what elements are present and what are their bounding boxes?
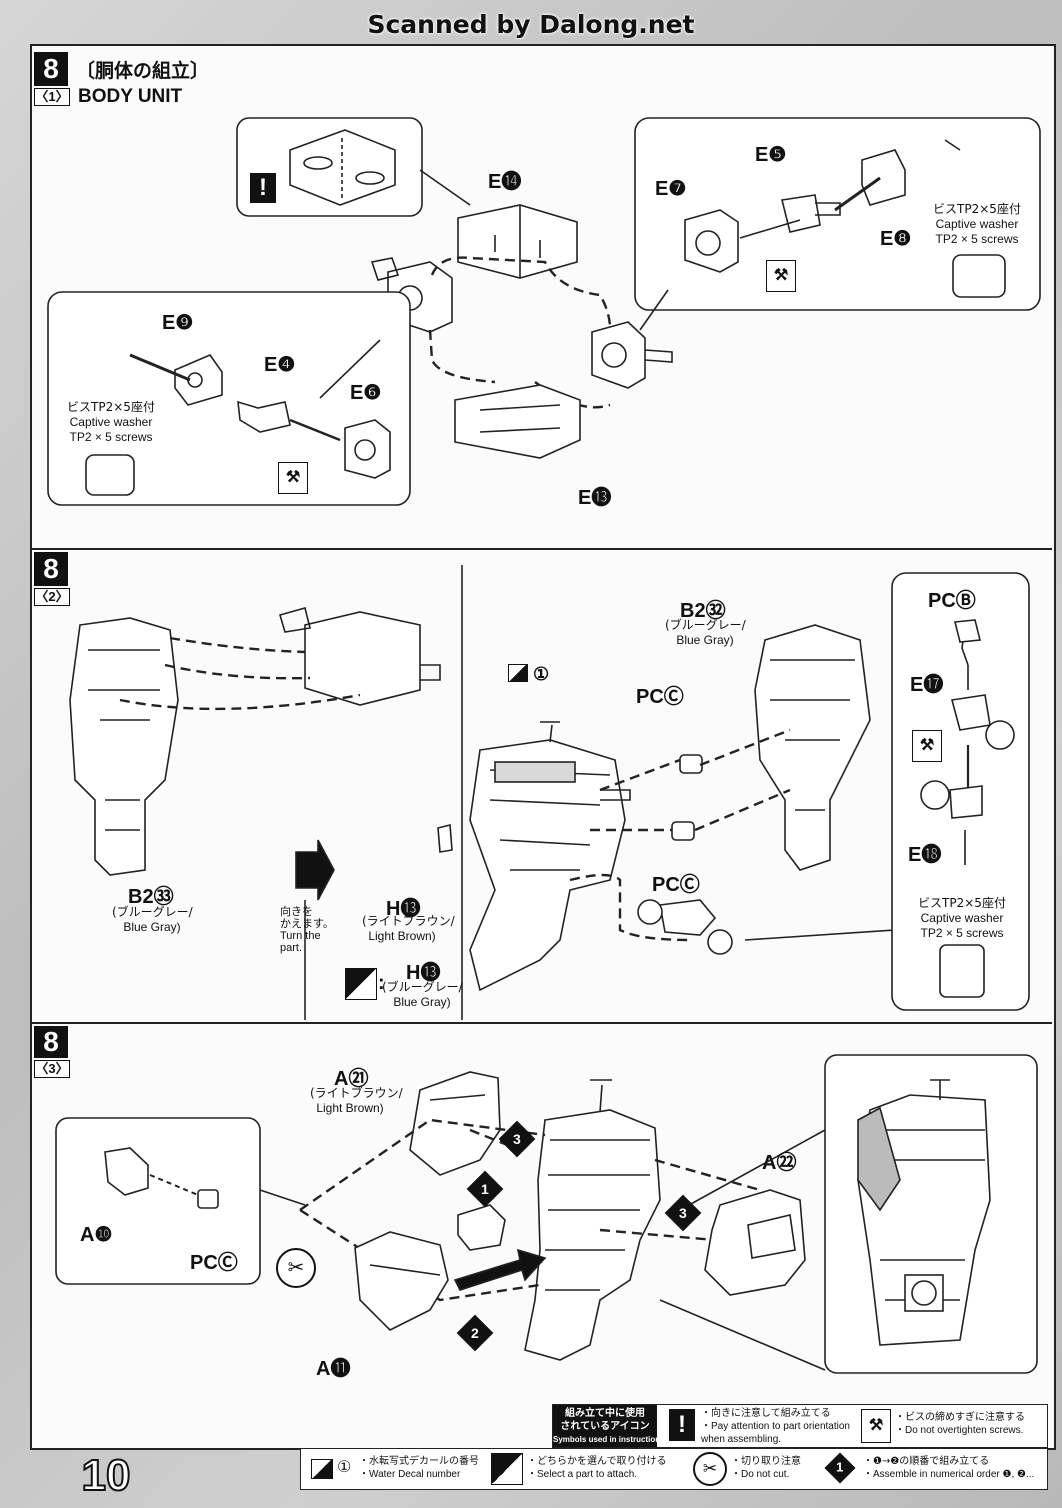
icon-legend-bottom: ① ・水転写式デカールの番号 ・Water Decal number ・どちらか… <box>300 1448 1048 1490</box>
legend-attention-icon: ! <box>669 1409 695 1441</box>
legend-screw-text: ・ビスの締めすぎに注意する ・Do not overtighten screws… <box>895 1412 1025 1436</box>
part-label-h13-alt: H⓭ <box>406 962 441 984</box>
watermark: Scanned by Dalong.net <box>367 10 695 39</box>
step-sub-3: 〈3〉 <box>34 1060 70 1078</box>
legend-decal-num: ① <box>337 1459 352 1476</box>
decal-number-1: ① <box>508 664 549 685</box>
part-label-pcb: PCⒷ <box>928 590 976 612</box>
part-label-e14: E⓮ <box>488 171 522 193</box>
select-colon: : <box>378 972 385 994</box>
legend-decal-text: ・水転写式デカールの番号 ・Water Decal number <box>359 1456 479 1480</box>
legend-cut-text: ・切り取り注意 ・Do not cut. <box>731 1456 801 1480</box>
part-label-e6: E❻ <box>350 382 382 404</box>
legend-screw-icon: ⚒ <box>861 1409 891 1443</box>
section-title-en: BODY UNIT <box>78 86 183 107</box>
part-label-e9: E❾ <box>162 312 194 334</box>
color-note-b2-33: (ブルーグレー/ Blue Gray) <box>112 905 193 934</box>
legend-order-text: ・❶→❷の順番で組み立てる ・Assemble in numerical ord… <box>863 1456 1035 1480</box>
legend-header: 組み立て中に使用 されているアイコン Symbols used in instr… <box>553 1405 665 1447</box>
select-part-icon <box>345 968 377 1000</box>
step-8-badge-3: 8 <box>34 1026 68 1058</box>
color-note-h13-alt: (ブルーグレー/ Blue Gray) <box>382 980 463 1009</box>
screw-tighten-icon-2: ⚒ <box>278 462 308 494</box>
part-label-a10: A❿ <box>80 1224 113 1246</box>
legend-order-icon: 1 <box>824 1452 856 1484</box>
part-label-e18: E⓲ <box>908 844 942 866</box>
do-not-cut-icon: ✂ <box>276 1248 316 1288</box>
page-number: 10 <box>81 1450 132 1501</box>
section-divider-2 <box>30 1022 1052 1024</box>
screw-note-left: ビスTP2×5座付 Captive washer TP2 × 5 screws <box>67 400 155 444</box>
screw-note-right: ビスTP2×5座付 Captive washer TP2 × 5 screws <box>933 202 1021 246</box>
part-label-b2-32: B2㉜ <box>680 600 726 622</box>
part-label-e13: E⓭ <box>578 487 612 509</box>
part-label-pcc-top: PCⒸ <box>636 686 684 708</box>
part-label-h13: H⓭ <box>386 898 421 920</box>
section-title-jp: 〔胴体の組立〕 <box>76 60 210 82</box>
part-label-e5: E❺ <box>755 144 787 166</box>
part-label-e17: E⓱ <box>910 674 944 696</box>
attention-icon: ! <box>250 173 276 203</box>
color-note-h13: (ライトブラウン/ Light Brown) <box>362 914 455 943</box>
screw-note-section2: ビスTP2×5座付 Captive washer TP2 × 5 screws <box>918 896 1006 940</box>
legend-select-text: ・どちらかを選んで取り付ける ・Select a part to attach. <box>527 1456 667 1480</box>
color-note-a21: (ライトブラウン/ Light Brown) <box>310 1086 403 1115</box>
part-label-e8: E❽ <box>880 228 912 250</box>
part-label-e4: E❹ <box>264 354 296 376</box>
step-sub-1: 〈1〉 <box>34 88 70 106</box>
icon-legend: 組み立て中に使用 されているアイコン Symbols used in instr… <box>552 1404 1048 1448</box>
screw-tighten-icon-3: ⚒ <box>912 730 942 762</box>
part-label-e7: E❼ <box>655 178 687 200</box>
step-8-badge-1: 8 <box>34 52 68 86</box>
part-label-a22: A㉒ <box>762 1152 797 1174</box>
legend-cut-icon: ✂ <box>693 1452 727 1486</box>
legend-attention-text: ・向きに注意して組み立てる ・Pay attention to part ori… <box>701 1408 850 1445</box>
step-8-badge-2: 8 <box>34 552 68 586</box>
e14-detail-part <box>289 129 396 206</box>
part-label-a11: A⓫ <box>316 1358 351 1380</box>
screw-tighten-icon-1: ⚒ <box>766 260 796 292</box>
part-label-pcc-bottom: PCⒸ <box>652 874 700 896</box>
part-label-pcc-section3: PCⒸ <box>190 1252 238 1274</box>
part-label-a21: A㉑ <box>334 1068 369 1090</box>
legend-select-icon <box>491 1453 523 1485</box>
color-note-b2-32: (ブルーグレー/ Blue Gray) <box>665 618 746 647</box>
turn-part-note: 向きを かえます。 Turn the part. <box>280 905 334 955</box>
legend-decal-icon <box>311 1459 333 1479</box>
decal-icon <box>508 664 528 682</box>
step-sub-2: 〈2〉 <box>34 588 70 606</box>
part-label-b2-33: B2㉝ <box>128 886 174 908</box>
section-divider-1 <box>30 548 1052 550</box>
